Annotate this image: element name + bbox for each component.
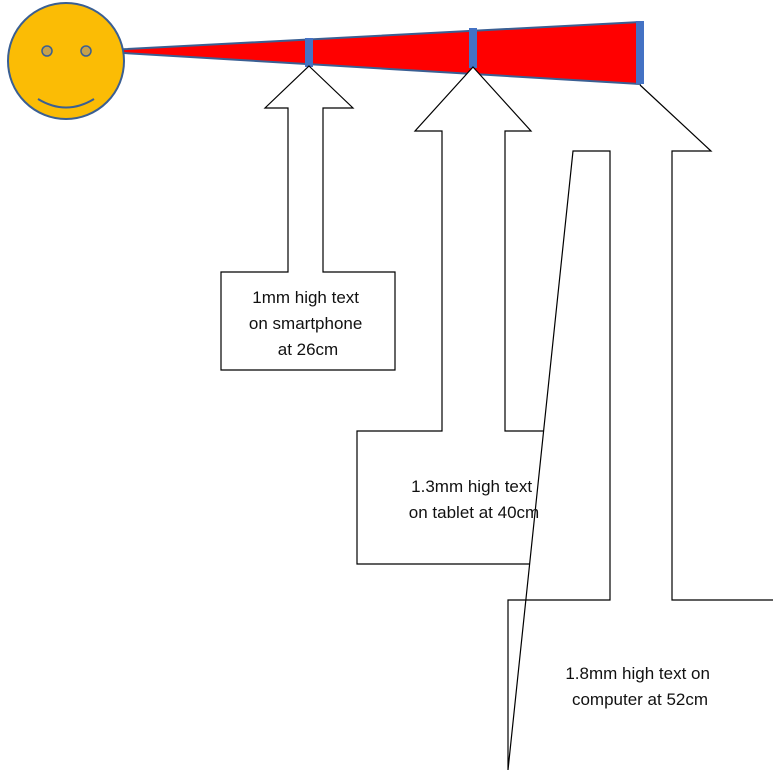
smartphone-screen-marker (305, 38, 313, 67)
smiley-face-head (7, 2, 125, 120)
viewing-cone (89, 20, 641, 86)
smiley-mouth (37, 98, 95, 109)
tablet-callout-label: 1.3mm high text on tablet at 40cm (409, 477, 539, 522)
computer-callout-line-2: computer at 52cm (572, 690, 708, 709)
smartphone-callout-label: 1mm high text on smartphone at 26cm (249, 288, 367, 359)
tablet-callout-arrow (356, 66, 593, 565)
tablet-callout-line-2: on tablet at 40cm (409, 503, 539, 522)
smartphone-callout-line-3: at 26cm (278, 340, 338, 359)
smiley-face-icon (7, 2, 125, 120)
smartphone-callout-line-2: on smartphone (249, 314, 362, 333)
smartphone-callout-line-1: 1mm high text (252, 288, 359, 307)
smiley-right-eye-icon (80, 45, 92, 57)
computer-callout-line-1: 1.8mm high text on (565, 664, 710, 683)
tablet-screen-marker (469, 28, 477, 68)
smiley-left-eye-icon (41, 45, 53, 57)
computer-callout-arrow (507, 84, 773, 770)
computer-callout-label: 1.8mm high text on computer at 52cm (565, 664, 714, 709)
computer-screen-marker (636, 21, 644, 84)
tablet-callout-line-1: 1.3mm high text (411, 477, 532, 496)
smartphone-callout-arrow (220, 65, 396, 371)
